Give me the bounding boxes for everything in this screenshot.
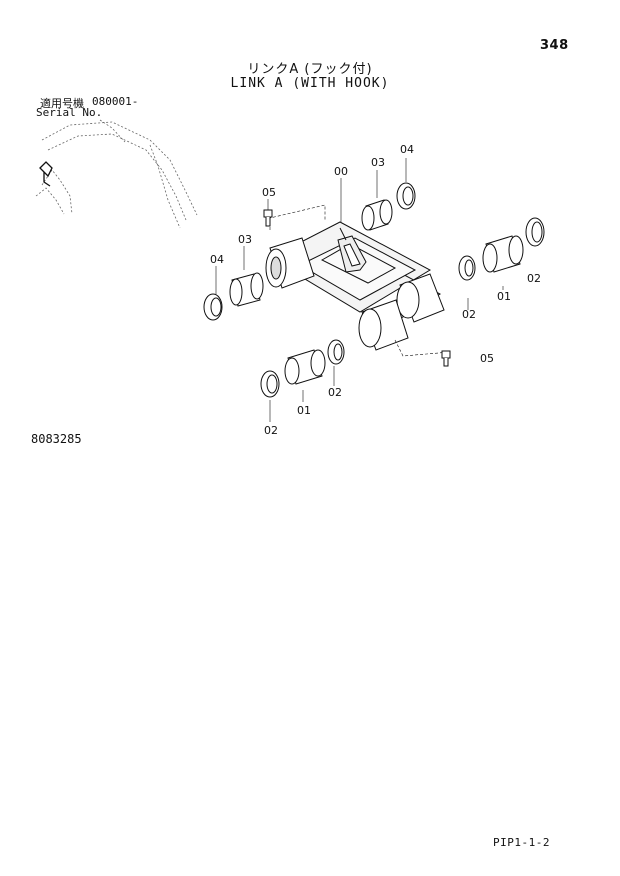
ring-02-right-outer: [525, 217, 545, 247]
ring-02-bottom-outer: [260, 370, 280, 398]
bolt-05-upper: [263, 209, 273, 227]
link-boss-upper-left: [265, 237, 315, 289]
callout-02-right-inner: 02: [462, 308, 476, 321]
arm-locator-sketch: [35, 119, 198, 229]
title-japanese: リンクA (フック付): [247, 62, 373, 77]
callout-05-upper: 05: [262, 186, 276, 199]
bolt-05-lower: [441, 350, 451, 367]
bushing-03-upper: [361, 199, 393, 231]
callout-02-right-outer: 02: [527, 272, 541, 285]
page-number: 348: [540, 38, 569, 53]
callout-04-left: 04: [210, 253, 224, 266]
title-english: LINK A (WITH HOOK): [230, 76, 390, 91]
serial-label-japanese: 適用号機: [40, 97, 84, 110]
ring-02-right-inner: [458, 255, 476, 281]
link-boss-lower-right-inner: [358, 299, 409, 351]
link-body: [268, 221, 442, 337]
callout-04-upper: 04: [400, 143, 414, 156]
ring-02-bottom-inner: [327, 339, 345, 365]
bushing-03-left: [229, 272, 264, 307]
seal-04-left: [203, 293, 223, 321]
callout-03-upper: 03: [371, 156, 385, 169]
serial-number-value: 080001-: [92, 95, 139, 108]
callout-00: 00: [334, 165, 348, 178]
footer-reference: PIP1-1-2: [493, 836, 550, 849]
link-boss-lower-right-outer: [396, 273, 445, 323]
callout-01-bottom: 01: [297, 404, 311, 417]
arm-hook-highlight: [39, 161, 53, 187]
seal-04-upper: [396, 182, 416, 210]
bushing-01-bottom: [284, 349, 326, 385]
leader-lines: [215, 158, 504, 422]
callout-01-right: 01: [497, 290, 511, 303]
callout-05-lower: 05: [480, 352, 494, 365]
bushing-01-right: [482, 235, 524, 273]
callout-03-left: 03: [238, 233, 252, 246]
serial-label-english: Serial No.: [36, 106, 103, 119]
callout-02-bottom-outer: 02: [264, 424, 278, 437]
drawing-number: 8083285: [31, 432, 82, 446]
callout-02-bottom-inner: 02: [328, 386, 342, 399]
